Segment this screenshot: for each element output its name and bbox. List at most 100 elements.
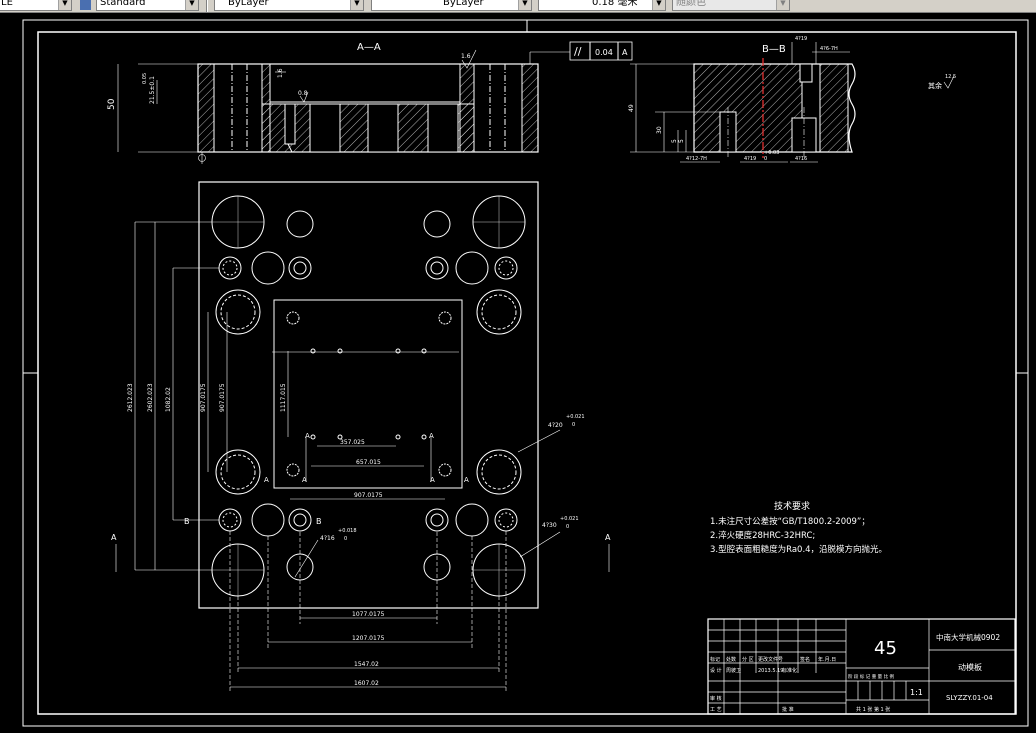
dim-h6: 1547.02 <box>354 661 379 668</box>
dim-h4: 1077.0175 <box>352 611 385 618</box>
dim-h7: 1607.02 <box>354 680 379 687</box>
dim-h5: 1207.0175 <box>352 635 385 642</box>
drawing-canvas[interactable]: A—A 50 21.5±0.1 0.05 1.6 0.8 1.6 <box>0 12 1036 733</box>
dim-bb-bot4: 4?16 <box>795 156 807 162</box>
dia-label-3-tol: +0.018 <box>338 528 357 534</box>
dia-label-1: 4?20 <box>548 422 563 429</box>
toolbar-separator <box>206 0 208 12</box>
dia-label-2-tol: +0.021 <box>560 516 579 522</box>
sheet-info: 共 1 张 第 1 张 <box>856 706 890 713</box>
dia-label-2: 4?30 <box>542 522 557 529</box>
roughness-label-2: 0.8 <box>298 90 308 97</box>
guide-holes <box>211 195 526 597</box>
dim-aa-height: 50 <box>107 98 117 110</box>
cut-label-b-left: B <box>184 517 190 526</box>
section-view-bb: B—B 49 30 5 5 4?19 4?6-7H 4?12-7H 4?19 +… <box>628 36 856 163</box>
chevron-down-icon[interactable]: ▼ <box>58 0 71 10</box>
material-value: 45 <box>874 638 897 659</box>
linetype-combo[interactable]: ByLayer ▼ <box>371 0 532 11</box>
row-label-4: 签名 <box>800 656 810 663</box>
chevron-down-icon[interactable]: ▼ <box>350 0 363 10</box>
section-view-aa: A—A 50 21.5±0.1 0.05 1.6 0.8 1.6 <box>107 41 633 164</box>
flatness-datum: A <box>622 48 628 57</box>
plotstyle-combo[interactable]: 随颜色 ▼ <box>672 0 790 11</box>
lineweight-combo[interactable]: 0.18 毫米 ▼ <box>538 0 666 11</box>
row-label-3: 更改文件号 <box>758 656 783 663</box>
dim-bb-top2: 4?6-7H <box>820 46 838 52</box>
roughness-label-3: 1.6 <box>461 53 471 60</box>
title-block: 45 中南大学机械0902 动模板 SLYZZY.01-04 1:1 阶 段 标… <box>707 618 1016 715</box>
dim-bb-bot3b: 0 <box>764 156 767 162</box>
dia-label-1-tol: +0.021 <box>566 414 585 420</box>
scale-value: 1:1 <box>910 688 923 697</box>
dim-v3: 1082.02 <box>165 387 172 412</box>
dim-v2: 2602.023 <box>147 383 154 412</box>
std-label: 标准化 <box>782 667 797 674</box>
dim-v1: 2612.023 <box>127 383 134 412</box>
cut-label-b-right: B <box>316 517 322 526</box>
lineweight-combo-value: 0.18 毫米 <box>592 0 638 8</box>
dim-h3: 907.0175 <box>354 492 383 499</box>
process-label: 工 艺 <box>710 707 722 713</box>
drawing-number: SLYZZY.01-04 <box>946 694 993 702</box>
dim-bb-height: 49 <box>628 104 635 112</box>
school-name: 中南大学机械0902 <box>936 632 1000 642</box>
dim-v4: 907.0175 <box>200 383 207 412</box>
cut-label-a-inner3: A <box>302 476 307 484</box>
text-style-value: Standard <box>100 0 146 8</box>
dia-label-3: 4?16 <box>320 535 335 542</box>
dim-h1: 357.025 <box>340 439 365 446</box>
flatness-symbol: // <box>574 45 582 58</box>
properties-toolbar: LE ▼ Standard ▼ ByLayer ▼ ByLayer ▼ 0.18… <box>0 0 1036 13</box>
designer-name: 周彼卫 <box>726 667 741 674</box>
dim-bb-bot1: 4?12-7H <box>686 156 707 162</box>
dim-bb-5: 5 <box>671 139 678 143</box>
dim-bb-top1: 4?19 <box>795 36 807 42</box>
dim-v6: 1117.015 <box>280 383 287 412</box>
cut-label-a-right: A <box>605 533 611 542</box>
design-label: 设 计 <box>710 667 722 674</box>
stage-labels: 阶 段 标 记 重 量 比 例 <box>848 673 895 680</box>
cut-label-a-inner1: A <box>305 432 310 440</box>
chevron-down-icon[interactable]: ▼ <box>776 0 789 10</box>
dimension-lines <box>115 221 610 693</box>
row-label-5: 年.月.日 <box>818 656 836 663</box>
tech-item-1: 1.未注尺寸公差按“GB/T1800.2-2009”； <box>710 516 870 527</box>
tech-title: 技术要求 <box>774 500 810 512</box>
tech-item-2: 2.淬火硬度28HRC-32HRC; <box>710 530 815 541</box>
design-date: 2013.5.19 <box>758 668 783 674</box>
chevron-down-icon[interactable]: ▼ <box>652 0 665 10</box>
row-label-0: 标记 <box>710 656 720 663</box>
color-combo[interactable]: ByLayer ▼ <box>214 0 364 11</box>
cut-label-a-inner4: A <box>430 476 435 484</box>
cut-label-a-left: A <box>111 533 117 542</box>
cut-label-a-inner5: A <box>264 476 269 484</box>
approve-label: 批 准 <box>782 706 794 713</box>
row-label-1: 处数 <box>726 656 736 663</box>
dim-aa-ref1: 21.5±0.1 <box>149 76 156 104</box>
layer-combo-value: LE <box>1 0 13 8</box>
text-style-combo[interactable]: Standard ▼ <box>96 0 199 11</box>
drawing-frame <box>22 19 1029 727</box>
dim-bb-30: 30 <box>656 126 663 134</box>
dia-label-1-tol2: 0 <box>572 422 575 428</box>
dim-bb-bot3: +0.03 <box>764 150 779 156</box>
roughness-rest-value: 12.5 <box>945 74 956 80</box>
row-label-2: 分 区 <box>742 656 754 663</box>
dim-v5: 907.0175 <box>219 383 226 412</box>
chevron-down-icon[interactable]: ▼ <box>518 0 531 10</box>
dia-label-2-tol2: 0 <box>566 524 569 530</box>
dim-bb-5b: 5 <box>678 139 685 143</box>
dia-label-3-tol2: 0 <box>344 536 347 542</box>
cad-drawing: A—A 50 21.5±0.1 0.05 1.6 0.8 1.6 <box>22 19 1029 727</box>
roughness-rest-note: 其余 12.5 <box>928 74 956 90</box>
plan-view: 2612.023 2602.023 1082.02 907.0175 907.0… <box>111 181 611 693</box>
cut-label-a-inner6: A <box>464 476 469 484</box>
review-label: 审 核 <box>710 695 722 702</box>
tech-item-3: 3.型腔表面粗糙度为Ra0.4，沿脱模方向抛光。 <box>710 544 887 555</box>
layer-combo[interactable]: LE ▼ <box>0 0 72 11</box>
chevron-down-icon[interactable]: ▼ <box>185 0 198 10</box>
text-style-icon <box>80 0 91 10</box>
dim-h2: 657.015 <box>356 459 381 466</box>
section-aa-label: A—A <box>357 42 381 53</box>
